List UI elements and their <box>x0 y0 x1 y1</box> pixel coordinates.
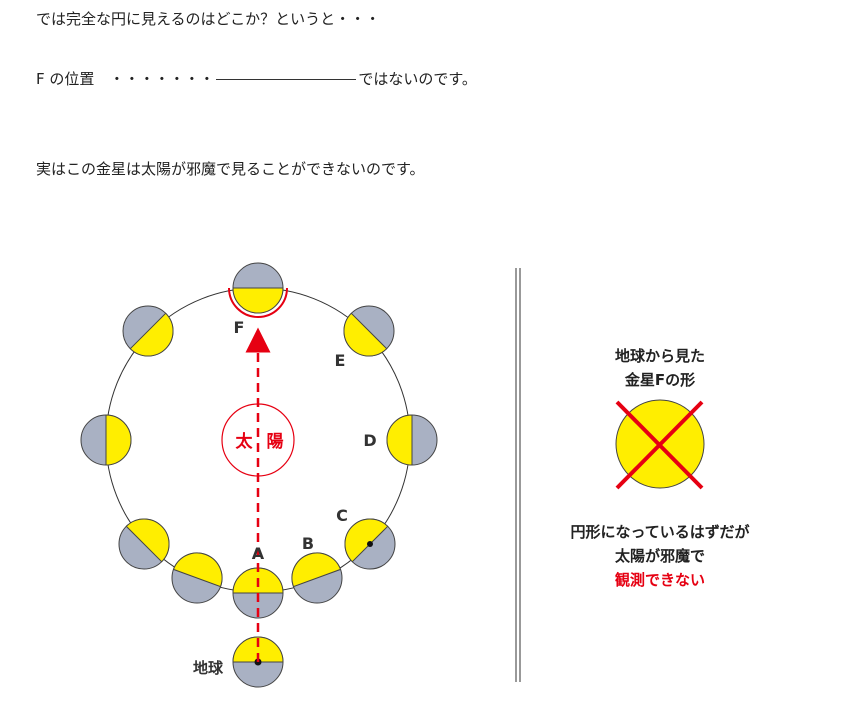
panel-caption-1: 円形になっているはずだが <box>570 523 750 541</box>
f-position-suffix: ではないのです。 <box>358 70 477 88</box>
blank-rule <box>216 79 357 80</box>
venus-d <box>386 414 438 466</box>
f-position-line: F の位置 ・・・・・・・ ではないのです。 <box>36 68 477 89</box>
venus-c <box>344 518 396 570</box>
panel-title-1: 地球から見た <box>615 347 705 365</box>
panel-title-2: 金星Fの形 <box>624 371 695 389</box>
intro-line: では完全な円に見えるのはどこか？というと・・・ <box>36 10 381 28</box>
panel-caption-3: 観測できない <box>615 571 705 589</box>
label-earth: 地球 <box>193 659 224 677</box>
venus-left <box>80 414 132 466</box>
cross-mark-2 <box>615 400 704 490</box>
venus-b <box>291 552 343 604</box>
sun-label-2: 陽 <box>267 432 284 452</box>
label-f: F <box>234 318 245 337</box>
label-b: B <box>302 534 314 553</box>
venus-f <box>232 262 284 314</box>
venus-lower-left-1 <box>118 518 170 570</box>
label-e: E <box>335 351 346 370</box>
venus-lower-left-2 <box>171 552 223 604</box>
sun-label-1: 太 <box>236 431 254 452</box>
venus-f-highlight <box>228 287 288 318</box>
f-position-prefix: F の位置 ・・・・・・・ <box>36 70 215 88</box>
venus-upper-left <box>122 305 174 357</box>
label-c: C <box>336 506 348 525</box>
explanation-line: 実はこの金星は太陽が邪魔で見ることができないのです。 <box>36 160 425 178</box>
label-d: D <box>363 431 376 450</box>
venus-e <box>343 305 395 357</box>
panel-caption-2: 太陽が邪魔で <box>615 547 705 565</box>
label-a: A <box>252 544 265 563</box>
